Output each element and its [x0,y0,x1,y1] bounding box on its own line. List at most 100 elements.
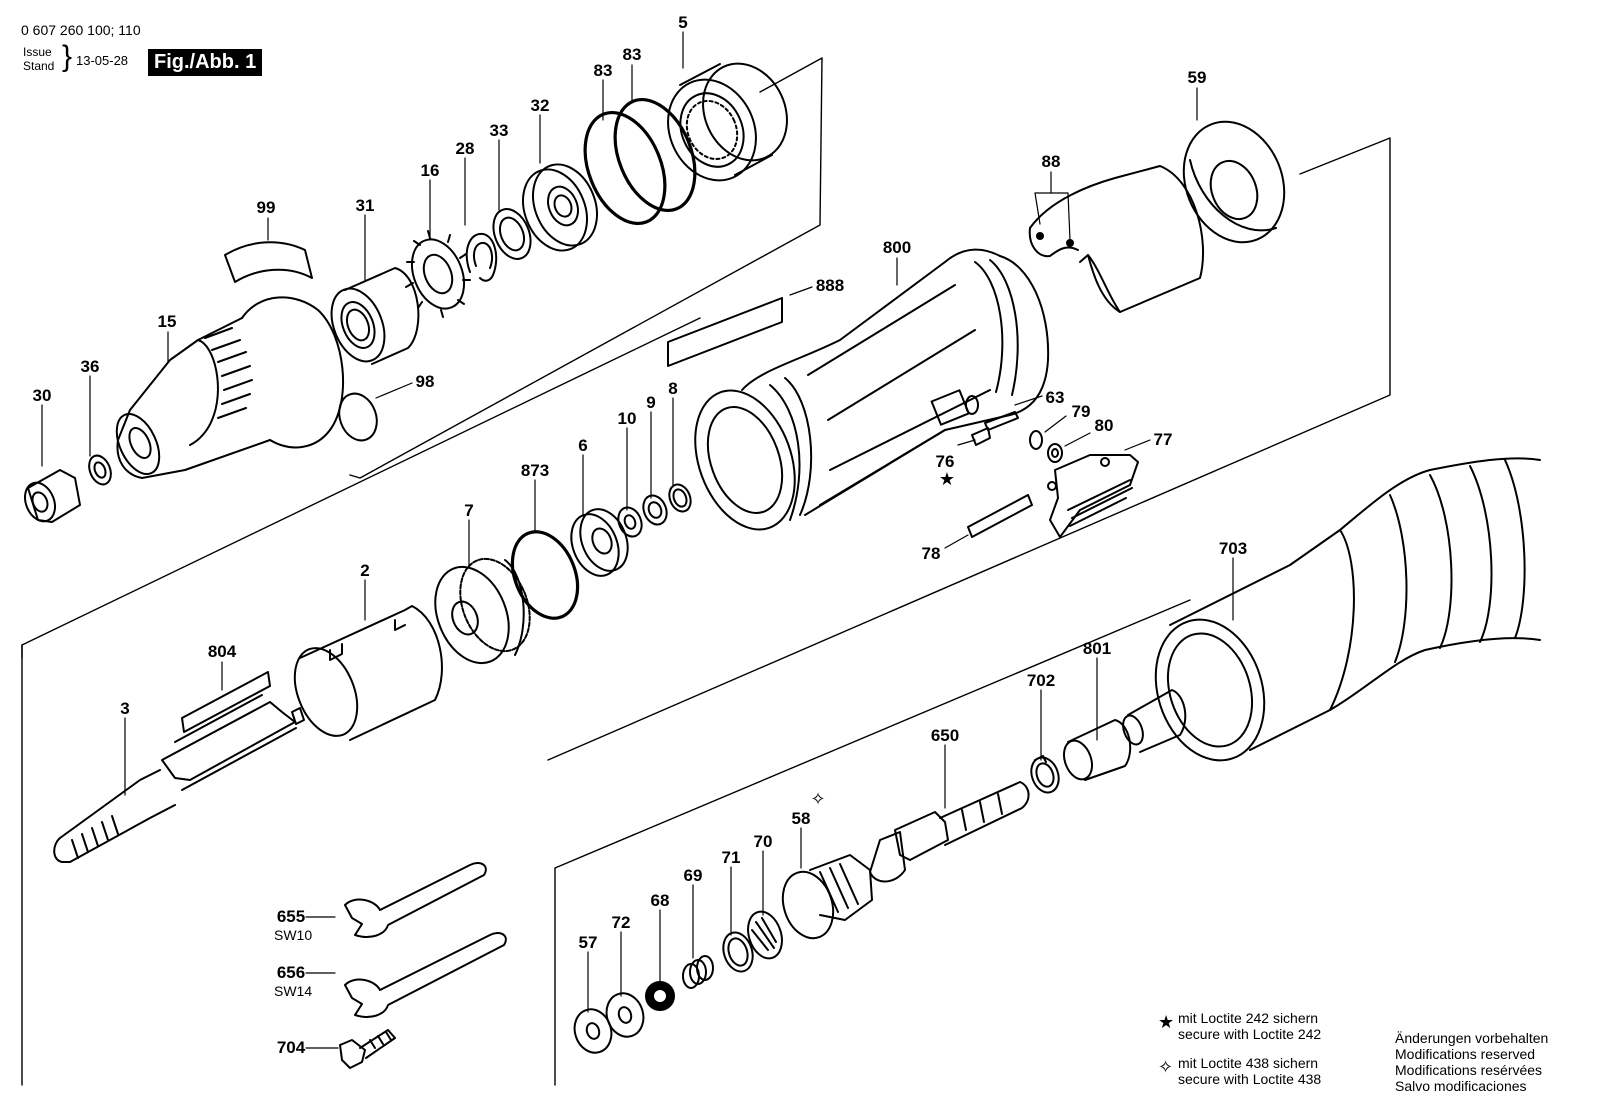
right-panel-outline [547,137,1391,761]
callout-6: 6 [578,436,588,455]
callout-69: 69 [683,866,703,885]
part-801-sleeve [1062,689,1187,781]
part-15-front-housing [115,296,345,479]
wrench-656 [344,932,507,1018]
callout-16: 16 [420,161,440,180]
stand-label: Stand [23,59,55,73]
document-number: 0 607 260 100; 110 [21,22,141,38]
legend-loctite-242-en: secure with Loctite 242 [1178,1026,1322,1042]
callout-68: 68 [650,891,670,910]
callout-650: 650 [930,726,960,745]
callout-9: 9 [646,393,656,412]
callout-3: 3 [120,699,130,718]
callout-70: 70 [753,832,773,851]
callout-801: 801 [1082,639,1112,658]
callout-79: 79 [1071,402,1091,421]
part-30-nut [24,469,81,523]
callout-704: 704 [276,1038,306,1057]
issue-date: 13-05-28 [76,53,129,68]
middle-panel-outline [21,317,701,659]
part-5-coupling-nut [667,62,788,182]
callout-804: 804 [207,642,237,661]
part-31-needle-bearing [330,267,420,365]
notice-de: Änderungen vorbehalten [1395,1030,1549,1046]
callout-98: 98 [415,372,435,391]
callout-703: 703 [1218,539,1248,558]
notice-fr: Modifications resérvées [1395,1062,1543,1078]
screw-704 [339,1029,396,1069]
callout-77: 77 [1153,430,1173,449]
part-88-muffler [1028,165,1204,313]
callout-8: 8 [668,379,678,398]
part-800-motor-housing [694,248,1050,531]
callout-57: 57 [578,933,598,952]
callout-36: 36 [80,357,100,376]
part-804-vane [181,671,271,733]
callout-83: 83 [593,61,613,80]
part-59-end-cap [1182,120,1286,244]
part-83-o-rings [583,97,697,226]
notice-es: Salvo modificaciones [1395,1078,1527,1094]
callout-58: 58 [791,809,811,828]
legend-loctite-438-de: mit Loctite 438 sichern [1178,1055,1319,1071]
callout-88: 88 [1041,152,1061,171]
panel-outlines [21,57,1391,1086]
part-98-disc [338,392,378,442]
part-58-threaded-inlet [781,854,873,940]
callout-83: 83 [622,45,642,64]
notice-en: Modifications reserved [1395,1046,1536,1062]
part-3-rotor [53,694,305,863]
callout-656: 656 [276,963,306,982]
callout-63: 63 [1045,388,1065,407]
callout-33: 33 [489,121,509,140]
part-888-label [667,297,783,367]
callout-99: 99 [256,198,276,217]
callout-10: 10 [617,409,637,428]
loctite-242-marker: ★ [939,469,955,490]
callout-5: 5 [678,13,688,32]
part-33-washer [492,208,532,260]
parts-63-to-80-small [967,411,1139,538]
legend-loctite-438-en: secure with Loctite 438 [1178,1071,1322,1087]
star-outline-icon: ✧ [1158,1057,1174,1077]
callout-28: 28 [455,139,475,158]
callout-888: 888 [815,276,845,295]
part-873-o-ring [510,530,580,620]
callout-80: 80 [1094,416,1114,435]
callout-72: 72 [611,913,631,932]
part-16-tab-washer [405,230,471,318]
callout-30: 30 [32,386,52,405]
callout-59: 59 [1187,68,1207,87]
callout-31: 31 [355,196,375,215]
modifications-notice: Änderungen vorbehalten Modifications res… [1395,1030,1548,1094]
callout-76: 76 [935,452,955,471]
leader-lines [41,31,1234,1049]
loctite-438-marker: ✧ [810,789,825,810]
callout-702: 702 [1026,671,1056,690]
callout-655: 655 [276,907,306,926]
wrench-size-sw14: SW14 [274,983,313,999]
header-brace: } [62,40,73,73]
legend-loctite-242: ★ mit Loctite 242 sichern secure with Lo… [1158,1010,1322,1042]
callout-7: 7 [464,501,474,520]
bottom-panel-outline [554,599,1191,1086]
part-650-hose-nipple [869,781,1030,883]
parts-6-10-bearing-washers [570,483,692,577]
issue-stand-label: Issue Stand [23,45,54,73]
part-7-end-plate [434,557,531,665]
wrench-655 [344,862,487,938]
part-32-ball-bearing [522,163,598,252]
callout-78: 78 [921,544,941,563]
issue-label: Issue [23,45,52,59]
wrench-size-sw10: SW10 [274,927,313,943]
legend-loctite-242-de: mit Loctite 242 sichern [1178,1010,1319,1026]
part-2-cylinder [293,605,443,741]
callout-800: 800 [882,238,912,257]
part-703-hose [1154,457,1541,762]
legend-loctite-438: ✧ mit Loctite 438 sichern secure with Lo… [1158,1055,1322,1087]
callout-873: 873 [520,461,550,480]
part-36-spring-washer [88,454,112,486]
callout-15: 15 [157,312,177,331]
parts-57-72-inlet-small [573,910,783,1054]
